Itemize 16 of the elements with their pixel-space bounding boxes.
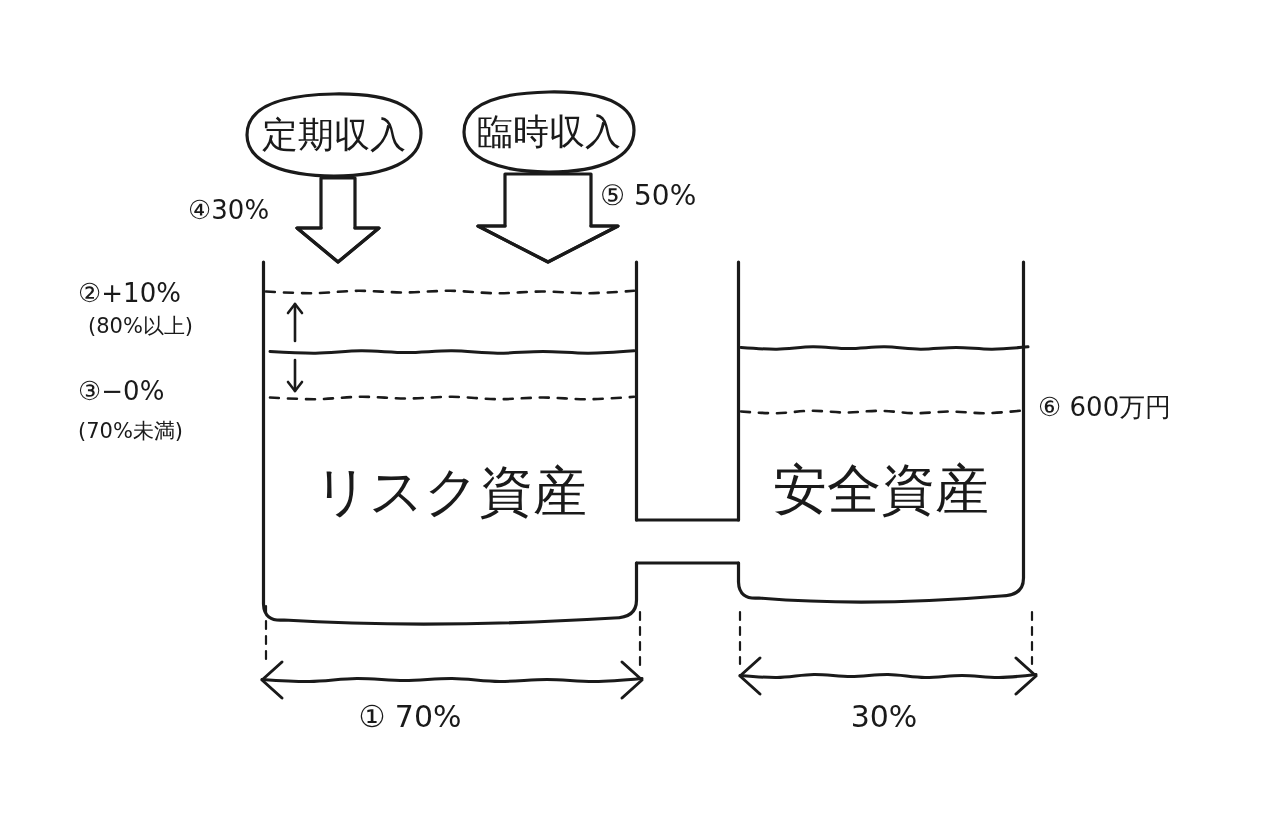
tank-label: リスク資産 <box>313 462 587 522</box>
income-bubble <box>245 92 423 178</box>
bubble-label: 臨時収入 <box>477 112 621 152</box>
level-note: (80%以上) <box>88 314 194 339</box>
level-note: ②+10% <box>78 279 181 309</box>
bubble-label: 定期収入 <box>262 115 406 155</box>
connecting-pipe <box>634 518 741 565</box>
level-note: ③−0% <box>78 377 165 407</box>
level-note: ⑥ 600万円 <box>1038 393 1172 423</box>
asset-tank <box>737 262 1025 606</box>
dimension-label: ① 70% <box>358 700 462 735</box>
asset-tank <box>262 262 638 628</box>
level-note: (70%未満) <box>78 419 184 444</box>
dimension-label: 30% <box>850 700 918 735</box>
tank-label: 安全資産 <box>773 460 989 520</box>
income-bubble <box>462 90 636 174</box>
